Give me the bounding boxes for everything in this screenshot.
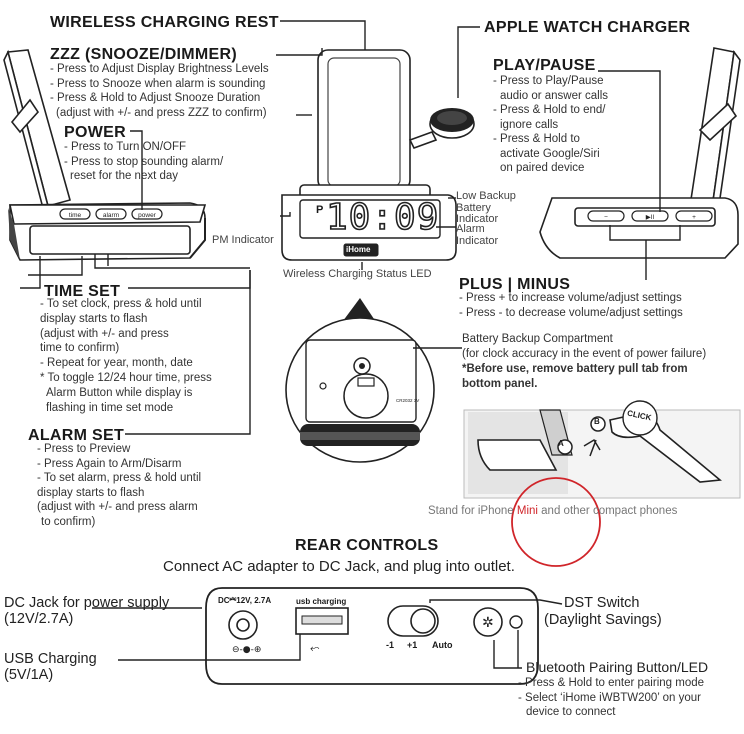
- rear-controls-title: REAR CONTROLS: [295, 537, 439, 554]
- power-line: - Press to Turn ON/OFF: [64, 141, 187, 153]
- brand-logo: iHome: [346, 245, 371, 254]
- alarm-line: - Press to Preview: [37, 443, 131, 455]
- top-leader-lines: [20, 20, 681, 435]
- dst-switch-sub: (Daylight Savings): [544, 612, 662, 628]
- right-button-label: +: [692, 214, 696, 221]
- alarm-line: (adjust with +/- and press alarm: [37, 501, 198, 513]
- switch-pos-auto: Auto: [432, 640, 453, 650]
- usb-icon: ⬿: [310, 641, 320, 655]
- bluetooth-title: Bluetooth Pairing Button/LED: [526, 659, 709, 675]
- power-line: reset for the next day: [70, 170, 179, 182]
- plus-minus-title: PLUS | MINUS: [459, 276, 571, 293]
- play-line: activate Google/Siri: [500, 147, 600, 160]
- zzz-line: - Press to Adjust Display Brightness Lev…: [50, 63, 269, 75]
- wireless-rest-title: WIRELESS CHARGING REST: [50, 14, 279, 31]
- bt-line: device to connect: [526, 706, 616, 718]
- dc-jack-label: DC Jack for power supply: [4, 595, 170, 611]
- right-buttons-group: − ▶II +: [587, 210, 713, 222]
- left-button-label: time: [69, 212, 82, 219]
- rear-leader-lines: [92, 599, 563, 669]
- dc-jack-spec: (12V/2.7A): [4, 611, 74, 627]
- zzz-title: ZZZ (SNOOZE/DIMMER): [50, 46, 238, 63]
- play-line: - Press & Hold to: [493, 133, 580, 145]
- usb-charging-spec: (5V/1A): [4, 667, 54, 683]
- play-pause-title: PLAY/PAUSE: [493, 57, 596, 74]
- dst-switch-label: DST Switch: [564, 595, 640, 611]
- rear-controls-subtitle: Connect AC adapter to DC Jack, and plug …: [163, 558, 515, 575]
- stand-caption-mini: Mini: [516, 505, 538, 517]
- alarm-set-title: ALARM SET: [28, 427, 125, 444]
- stand-caption-pre: Stand for iPhone: [428, 505, 517, 517]
- clock-display: 10:09: [325, 196, 440, 239]
- left-button-label: power: [138, 212, 157, 219]
- time-set-title: TIME SET: [44, 283, 121, 300]
- time-line: Alarm Button while display is: [46, 386, 193, 399]
- zzz-line: - Press to Snooze when alarm is sounding: [50, 77, 266, 90]
- polarity-icon: ⊖-●-⊕: [232, 645, 261, 655]
- alarm-line: - Press Again to Arm/Disarm: [37, 457, 182, 470]
- play-line: audio or answer calls: [500, 89, 609, 102]
- switch-pos-plus: +1: [407, 640, 418, 650]
- play-line: - Press to Play/Pause: [493, 75, 604, 87]
- time-line: time to confirm): [40, 342, 120, 355]
- battery-compartment-illustration: CR2032 3V: [285, 298, 462, 463]
- plus-line: - Press - to decrease volume/adjust sett…: [459, 306, 683, 319]
- play-line: on paired device: [500, 162, 585, 174]
- stand-marker-a: A: [558, 439, 564, 448]
- zzz-line: - Press & Hold to Adjust Snooze Duration: [50, 92, 261, 104]
- bluetooth-icon: ✲: [482, 615, 494, 631]
- right-button-label: ▶II: [646, 214, 655, 221]
- bt-line: - Press & Hold to enter pairing mode: [518, 677, 705, 689]
- alarm-line: - To set alarm, press & hold until: [37, 472, 202, 484]
- right-button-label: −: [604, 214, 608, 221]
- batt-line: (for clock accuracy in the event of powe…: [462, 348, 707, 360]
- play-line: - Press & Hold to end/: [493, 104, 606, 116]
- usb-label: usb charging: [296, 597, 347, 606]
- stand-caption-post: and other compact phones: [537, 505, 678, 517]
- zzz-line: (adjust with +/- and press ZZZ to confir…: [56, 106, 267, 119]
- center-device-illustration: [281, 49, 475, 261]
- left-buttons-group: time alarm power: [59, 208, 163, 220]
- power-title: POWER: [64, 124, 126, 141]
- dc-spec-label: DC⎃12V, 2.7A: [218, 596, 272, 605]
- usb-charging-label: USB Charging: [4, 651, 97, 667]
- wireless-status-label: Wireless Charging Status LED: [283, 268, 432, 280]
- phone-stand-illustration: [463, 400, 741, 567]
- plus-line: - Press + to increase volume/adjust sett…: [459, 292, 682, 304]
- time-line: - To set clock, press & hold until: [40, 298, 202, 310]
- alarm-line: to confirm): [41, 515, 96, 528]
- switch-pos-minus: -1: [386, 640, 395, 650]
- left-button-label: alarm: [103, 212, 119, 219]
- pm-indicator-label: PM Indicator: [212, 234, 274, 246]
- batt-line: Battery Backup Compartment: [462, 333, 613, 345]
- left-button-1: [95, 208, 127, 220]
- time-line: (adjust with +/- and press: [40, 327, 169, 340]
- time-line: * To toggle 12/24 hour time, press: [40, 372, 212, 384]
- alarm-indicator-label: Alarm Indicator: [456, 223, 499, 247]
- pm-marker: P: [316, 204, 324, 216]
- apple-watch-title: APPLE WATCH CHARGER: [484, 19, 691, 36]
- time-line: display starts to flash: [40, 312, 148, 325]
- left-button-2: [131, 208, 163, 220]
- time-line: flashing in time set mode: [46, 401, 174, 414]
- right-button-2: [675, 210, 713, 222]
- batt-line: bottom panel.: [462, 378, 538, 390]
- right-button-0: [587, 210, 625, 222]
- battery-type-label: CR2032 3V: [396, 398, 419, 403]
- bt-line: - Select ‘iHome iWBTW200’ on your: [518, 691, 701, 704]
- left-button-0: [59, 208, 91, 220]
- low-backup-label: Low Backup Battery Indicator: [456, 190, 516, 226]
- power-line: - Press to stop sounding alarm/: [64, 155, 224, 168]
- stand-marker-b: B: [594, 417, 600, 426]
- stand-caption: Stand for iPhone Mini and other compact …: [428, 505, 677, 519]
- play-line: ignore calls: [500, 118, 559, 131]
- right-button-1: [631, 210, 669, 222]
- highlight-circle: [511, 477, 601, 567]
- time-line: - Repeat for year, month, date: [40, 357, 193, 370]
- batt-line: *Before use, remove battery pull tab fro…: [462, 363, 688, 375]
- alarm-line: display starts to flash: [37, 486, 145, 499]
